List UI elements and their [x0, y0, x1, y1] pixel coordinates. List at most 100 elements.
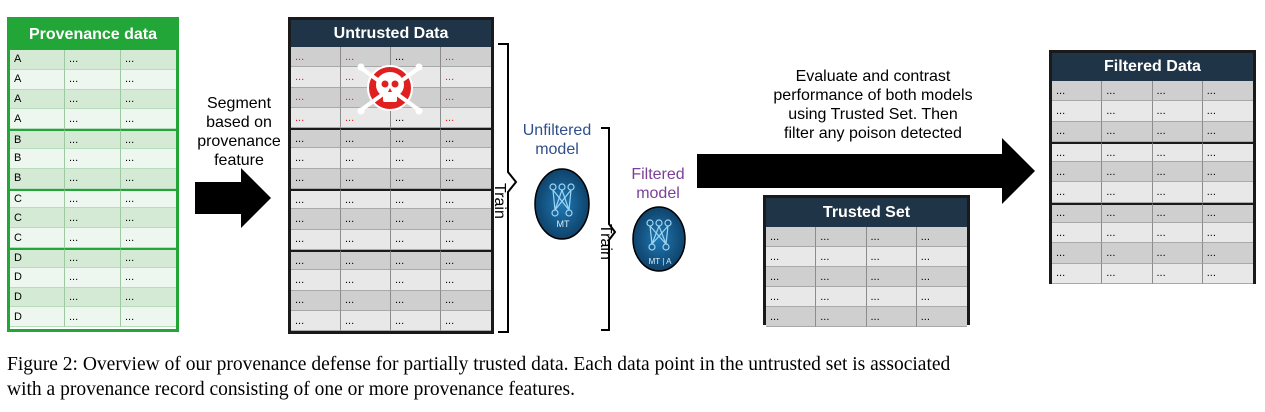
table-cell: D [10, 267, 65, 288]
table-row: ............ [766, 287, 967, 307]
table-row: A...... [10, 109, 176, 130]
table-cell: ... [916, 247, 967, 267]
table-cell: ... [65, 168, 121, 189]
table-cell: ... [65, 148, 121, 169]
table-cell: ... [341, 270, 391, 291]
table-cell: ... [65, 247, 121, 268]
table-cell: ... [441, 310, 491, 332]
table-cell: ... [121, 109, 176, 130]
table-cell: ... [766, 307, 817, 327]
table-row: A...... [10, 89, 176, 110]
table-row: D...... [10, 267, 176, 288]
table-cell: ... [1052, 81, 1103, 102]
untrusted-table-title: Untrusted Data [291, 20, 491, 47]
table-cell: ... [441, 229, 491, 250]
table-cell: ... [65, 129, 121, 149]
table-cell: ... [391, 229, 441, 250]
table-cell: ... [1152, 182, 1203, 203]
table-row: ............ [1052, 141, 1253, 163]
table-cell: ... [291, 310, 341, 332]
table-cell: ... [65, 188, 121, 209]
table-row: ............ [766, 247, 967, 267]
evaluate-right-arrow-icon [697, 138, 1035, 204]
table-cell: ... [1102, 202, 1153, 224]
table-row: C...... [10, 228, 176, 248]
table-cell: ... [766, 287, 817, 307]
table-cell: ... [291, 249, 341, 271]
table-cell: ... [1202, 162, 1253, 183]
evaluate-description: Evaluate and contrast performance of bot… [748, 67, 998, 143]
table-cell: ... [291, 168, 341, 190]
table-cell: ... [916, 227, 967, 247]
table-cell: ... [866, 307, 917, 327]
table-cell: ... [121, 228, 176, 248]
table-cell: ... [441, 87, 491, 108]
table-row: ............ [766, 227, 967, 247]
table-cell: ... [391, 107, 441, 129]
table-row: ............ [291, 168, 491, 190]
table-row: ............ [291, 249, 491, 271]
segment-text-line: feature [214, 152, 264, 169]
table-cell: C [10, 188, 65, 209]
table-cell: ... [1202, 81, 1253, 102]
table-row: ............ [1052, 263, 1253, 284]
table-cell: ... [341, 148, 391, 169]
table-cell: D [10, 307, 65, 328]
table-cell: ... [121, 267, 176, 288]
table-cell: ... [341, 107, 391, 129]
table-cell: B [10, 168, 65, 189]
table-cell: ... [121, 89, 176, 110]
table-row: ............ [1052, 101, 1253, 122]
table-cell: ... [291, 107, 341, 129]
train-label-2-text: Train [597, 224, 614, 260]
train-label-text: Train [491, 183, 508, 219]
table-row: B...... [10, 129, 176, 149]
table-cell: A [10, 69, 65, 90]
table-cell: ... [121, 50, 176, 70]
table-cell: ... [341, 189, 391, 210]
table-cell: ... [441, 249, 491, 271]
segment-text-line: Segment [206, 95, 272, 112]
table-row: ............ [291, 107, 491, 129]
table-row: ............ [291, 189, 491, 210]
table-cell: ... [1052, 182, 1103, 203]
table-row: C...... [10, 208, 176, 229]
table-cell: ... [1102, 141, 1153, 163]
table-row: D...... [10, 247, 176, 268]
table-cell: A [10, 50, 65, 70]
segment-right-arrow-icon [195, 168, 271, 228]
table-cell: ... [291, 270, 341, 291]
trusted-table-body: ........................................… [766, 227, 967, 327]
table-cell: ... [291, 87, 341, 108]
table-cell: ... [341, 310, 391, 332]
table-row: ............ [291, 209, 491, 230]
table-cell: ... [1052, 101, 1103, 122]
table-cell: ... [766, 227, 817, 247]
table-cell: D [10, 287, 65, 308]
table-cell: ... [291, 148, 341, 169]
table-cell: ... [341, 290, 391, 311]
table-cell: ... [816, 247, 867, 267]
table-cell: A [10, 89, 65, 110]
table-cell: ... [1202, 101, 1253, 122]
evaluate-text-line: performance of both models [773, 87, 973, 104]
table-cell: ... [121, 307, 176, 328]
table-cell: ... [1152, 101, 1203, 122]
table-cell: ... [391, 189, 441, 210]
table-cell: ... [65, 109, 121, 130]
filtered-model-label-line: model [636, 185, 680, 202]
filtered-data-table: Filtered Data ..........................… [1049, 50, 1256, 284]
segment-text-line: based on [206, 114, 272, 131]
evaluate-text-line: filter any poison detected [784, 125, 962, 142]
table-cell: ... [121, 148, 176, 169]
table-cell: ... [1102, 101, 1153, 122]
filtered-neural-network-icon [632, 206, 686, 272]
filtered-table-title: Filtered Data [1052, 53, 1253, 81]
table-cell: ... [1152, 202, 1203, 224]
table-row: ............ [291, 270, 491, 291]
table-cell: ... [1202, 141, 1253, 163]
table-cell: ... [1102, 263, 1153, 284]
table-cell: C [10, 228, 65, 248]
table-cell: ... [391, 148, 441, 169]
table-cell: ... [441, 107, 491, 129]
